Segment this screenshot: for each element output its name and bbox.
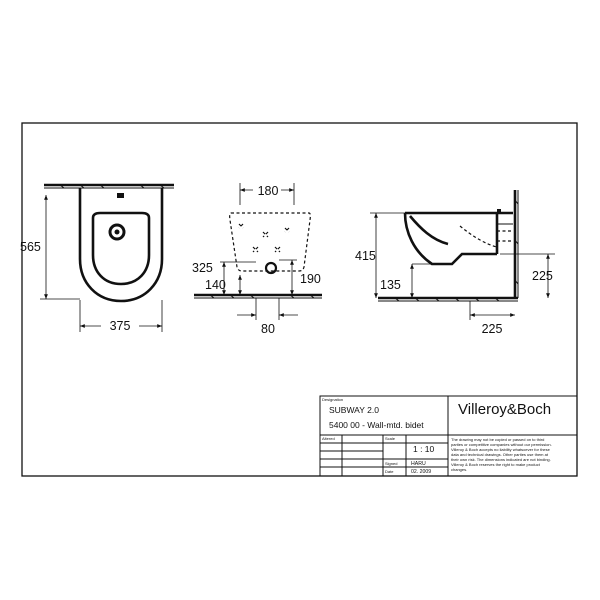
top-inlet [264,261,278,275]
dim-side-right-height: 225 [532,269,553,283]
dim-top-bottom-width: 80 [261,322,275,336]
dim-front-height: 565 [20,240,41,254]
dim-top-left-offset: 325 [192,261,213,275]
svg-text:parties or competitive compani: parties or competitive companies without… [451,442,552,447]
dim-side-lower: 135 [380,278,401,292]
dim-side-height: 415 [355,249,376,263]
drain-ring [108,223,126,241]
top-dashed-outline [229,212,311,272]
dim-side-depth: 225 [482,322,503,336]
drawing-frame [21,122,578,477]
svg-text:Villeroy & Boch reserves the r: Villeroy & Boch reserves the right to ma… [451,462,541,467]
svg-text:data and technical drawings. O: data and technical drawings. Other parti… [451,452,549,457]
product-name: SUBWAY 2.0 [329,405,379,415]
brand-logo: Villeroy&Boch [458,401,551,418]
svg-text:The drawing may not be copied: The drawing may not be copied or passed … [451,437,544,442]
product-code: 5400 00 - Wall-mtd. bidet [329,420,424,430]
date-label: Date [385,469,394,474]
side-view: 415 135 225 225 [355,190,555,336]
title-block: Designation SUBWAY 2.0 5400 00 - Wall-mt… [319,395,578,477]
front-view: 565 375 [20,183,174,333]
top-view: 180 325 140 190 80 [192,182,322,336]
disclaimer-text: The drawing may not be copied or passed … [451,437,552,472]
designation-label: Designation [322,397,343,402]
dim-front-width: 375 [110,319,131,333]
altered-label: Altered [322,436,335,441]
svg-text:their own risk. The dimensions: their own risk. The dimensions indicated… [451,457,551,462]
tap-hole [117,193,124,198]
svg-text:changes.: changes. [451,467,467,472]
dim-top-right-depth: 190 [300,272,321,286]
scale-label: Scale [385,436,396,441]
scale-value: 1 : 10 [413,444,435,454]
signed-label: Signed [385,461,397,466]
dim-top-left-depth: 140 [205,278,226,292]
dim-top-width: 180 [258,184,279,198]
front-bowl-outline [78,188,164,303]
signed-value: HARU [411,461,426,467]
date-value: 02. 2009 [411,469,431,475]
front-basin [91,211,151,286]
svg-text:Villeroy & Boch accepts no lia: Villeroy & Boch accepts no liability wha… [451,447,551,452]
